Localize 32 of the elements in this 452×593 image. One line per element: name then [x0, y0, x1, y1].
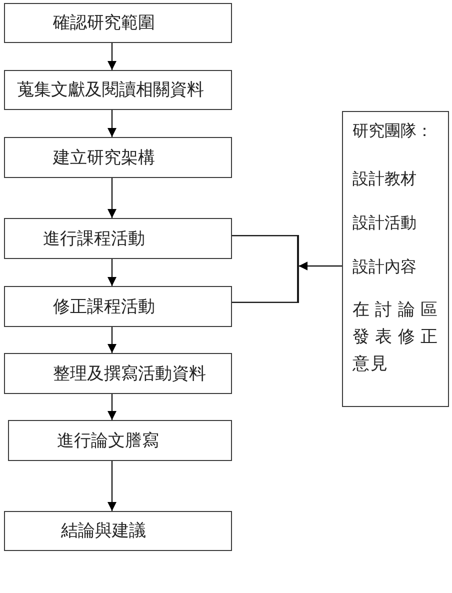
step-text: 整理及撰寫活動資料: [53, 364, 206, 384]
process-box: [4, 3, 232, 43]
arrow: [108, 110, 116, 137]
arrow: [108, 394, 116, 420]
note-text: 設計內容: [352, 257, 416, 277]
arrow: [108, 259, 116, 286]
step-text: 結論與建議: [61, 521, 146, 541]
process-box: [4, 137, 232, 178]
note-text: 在討論區發表修正意見: [352, 299, 438, 376]
arrow: [108, 43, 116, 70]
process-box: [4, 70, 232, 110]
arrow: [108, 178, 116, 218]
process-box: [8, 420, 232, 461]
process-box: [4, 353, 232, 394]
step-text: 進行論文謄寫: [57, 430, 159, 450]
connector-line: [232, 302, 298, 303]
step-text: 建立研究架構: [53, 148, 155, 168]
step-text: 蒐集文獻及閱讀相關資料: [17, 80, 204, 100]
note-text: 設計活動: [352, 213, 416, 233]
note-heading: 研究團隊：: [352, 121, 432, 141]
note-box: [342, 111, 449, 407]
process-box: [4, 218, 232, 259]
connector-line: [232, 235, 298, 236]
process-box: [4, 286, 232, 327]
arrow: [108, 461, 116, 511]
note-text: 設計教材: [352, 169, 416, 189]
step-text: 修正課程活動: [53, 296, 155, 316]
process-box: [4, 511, 232, 551]
arrow: [108, 327, 116, 353]
step-text: 進行課程活動: [43, 228, 145, 248]
step-text: 確認研究範圍: [53, 13, 155, 33]
arrow: [298, 262, 342, 270]
